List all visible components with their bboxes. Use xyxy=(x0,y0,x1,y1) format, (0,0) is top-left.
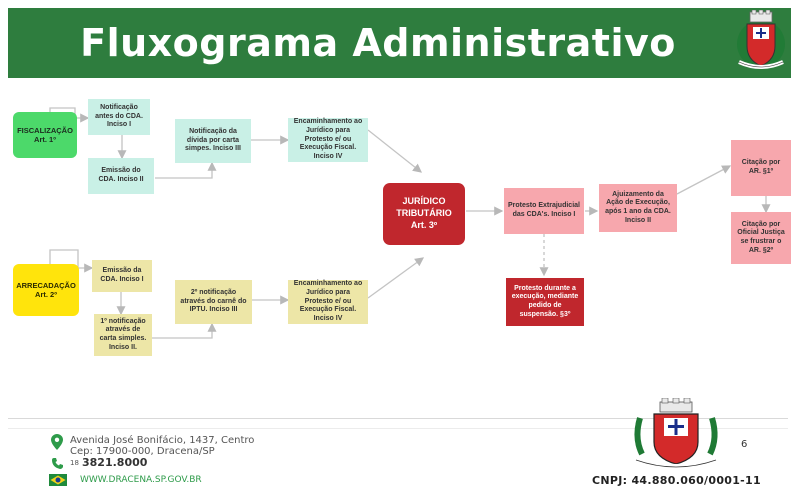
actor-fiscalizacao-title: FISCALIZAÇÃO xyxy=(17,125,73,135)
node-protesto-extrajudicial: Protesto Extrajudicial das CDA's. Inciso… xyxy=(504,188,584,234)
actor-fiscalizacao: FISCALIZAÇÃO Art. 1º xyxy=(13,112,77,158)
node-ajuizamento: Ajuizamento da Ação de Execução, após 1 … xyxy=(599,184,677,232)
location-pin-icon xyxy=(50,434,64,450)
whatsapp-icon xyxy=(50,456,64,470)
page-number: 6 xyxy=(741,439,748,450)
address-line-2: Cep: 17900-000, Dracena/SP xyxy=(70,446,215,457)
node-juridico-tributario: JURÍDICO TRIBUTÁRIO Art. 3º xyxy=(383,183,465,245)
coat-of-arms-logo xyxy=(734,9,788,74)
edge-arrecadacao-emissao xyxy=(49,249,94,273)
node-primeira-notificacao: 1º notificação através de carta simples.… xyxy=(94,314,152,356)
page-title: Fluxograma Administrativo xyxy=(80,21,676,65)
node-notificacao-divida: Notificação da dívida por carta simpes. … xyxy=(175,119,251,163)
edge-ajuizamento-citacao xyxy=(676,165,732,195)
node-notificacao-antes-cda: Notificação antes do CDA. Inciso I xyxy=(88,99,150,135)
edge-emissao-notif-divida xyxy=(155,161,217,179)
node-segunda-notificacao: 2º notificação através do carnê do IPTU.… xyxy=(175,280,252,324)
phone-prefix: 18 xyxy=(70,459,79,467)
website-link[interactable]: WWW.DRACENA.SP.GOV.BR xyxy=(80,475,202,485)
footer-divider-2 xyxy=(8,428,788,429)
node-protesto-durante-execucao: Protesto durante a execução, mediante pe… xyxy=(506,278,584,326)
node-emissao-cda-2: Emissão da CDA. Inciso I xyxy=(92,260,152,292)
node-encaminhamento-juridico-2: Encaminhamento ao Jurídico para Protesto… xyxy=(288,280,368,324)
actor-arrecadacao: ARRECADAÇÃO Art. 2º xyxy=(13,264,79,316)
juridico-article: Art. 3º xyxy=(410,219,438,230)
node-citacao-oficial: Citação por Oficial Justiça se frustrar … xyxy=(731,212,791,264)
footer-divider xyxy=(8,418,788,419)
edge-encaminhamento1-juridico xyxy=(367,129,423,173)
header-banner xyxy=(8,8,791,78)
node-encaminhamento-juridico-1: Encaminhamento ao Jurídico para Protesto… xyxy=(288,118,368,162)
phone-number: 3821.8000 xyxy=(82,456,148,469)
edge-encaminhamento2-juridico xyxy=(367,257,425,299)
actor-arrecadacao-title: ARRECADAÇÃO xyxy=(16,280,76,290)
coat-of-arms-logo-large xyxy=(628,397,724,472)
flag-icon xyxy=(49,474,67,486)
node-citacao-ar: Citação por AR. §1º xyxy=(731,140,791,196)
actor-arrecadacao-article: Art. 2º xyxy=(35,290,57,299)
cnpj-text: CNPJ: 44.880.060/0001-11 xyxy=(592,474,761,487)
node-emissao-cda: Emissão do CDA. Inciso II xyxy=(88,158,154,194)
actor-fiscalizacao-article: Art. 1º xyxy=(34,135,56,144)
address-line-1: Avenida José Bonifácio, 1437, Centro xyxy=(70,435,255,446)
edge-notif1-notif2 xyxy=(152,322,217,339)
juridico-title: JURÍDICO TRIBUTÁRIO xyxy=(396,196,452,219)
